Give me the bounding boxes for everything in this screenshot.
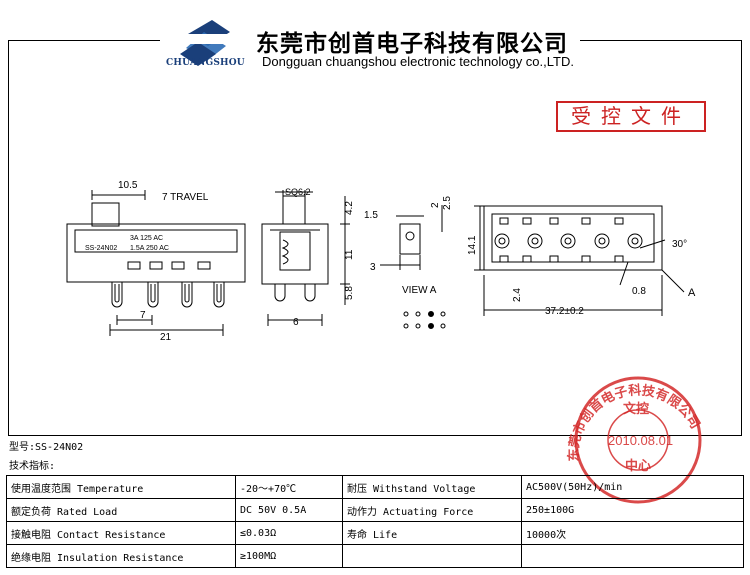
view-a-dots bbox=[403, 311, 446, 329]
dim-5-8: 5.8 bbox=[344, 286, 355, 300]
dim-pin-pitch: 7 bbox=[140, 310, 146, 321]
table-row: 额定负荷 Rated Load DC 50V 0.5A 动作力 Actuatin… bbox=[6, 498, 744, 522]
spec-value: AC500V(50Hz)/min bbox=[521, 475, 744, 499]
spec-label: 接触电阻 Contact Resistance bbox=[6, 521, 236, 545]
stamp-date: 2010.08.01 bbox=[608, 433, 673, 448]
stamp-top: 文控 bbox=[623, 401, 649, 417]
dim-2-4: 2.4 bbox=[512, 288, 523, 302]
table-row: 绝缘电阻 Insulation Resistance ≥100MΩ bbox=[6, 544, 744, 568]
travel-label: 7 TRAVEL bbox=[162, 192, 209, 203]
model-number: 型号:SS-24N02 bbox=[9, 442, 84, 453]
spec-label: 绝缘电阻 Insulation Resistance bbox=[6, 544, 236, 568]
stamp-bottom: 中心 bbox=[625, 458, 651, 474]
dim-37-2: 37.2±0.2 bbox=[545, 306, 584, 317]
table-row: 使用温度范围 Temperature -20～+70℃ 耐压 Withstand… bbox=[6, 475, 744, 499]
spec-value: ≤0.03Ω bbox=[235, 521, 343, 545]
dim-2-5: 2.5 bbox=[442, 196, 453, 210]
controlled-document-label: 受控文件 bbox=[556, 101, 706, 132]
company-name-cn: 东莞市创首电子科技有限公司 bbox=[256, 30, 568, 57]
spec-label: 耐压 Withstand Voltage bbox=[342, 475, 522, 499]
spec-label: 使用温度范围 Temperature bbox=[6, 475, 236, 499]
view-a-label: VIEW A bbox=[402, 285, 437, 296]
side-view bbox=[261, 190, 350, 326]
spec-value: ≥100MΩ bbox=[235, 544, 343, 568]
front-view bbox=[66, 190, 246, 336]
dim-total-width: 21 bbox=[160, 332, 172, 343]
rating-2: 1.5A 250 AC bbox=[130, 245, 169, 252]
spec-value: 10000次 bbox=[521, 521, 744, 545]
company-name-en: Dongguan chuangshou electronic technolog… bbox=[262, 54, 574, 69]
logo-text: CHUANGSHOU bbox=[166, 58, 245, 68]
pin-detail bbox=[380, 205, 443, 270]
dim-top: 10.5 bbox=[118, 180, 138, 191]
dim-2: 2 bbox=[430, 202, 441, 208]
table-row: 接触电阻 Contact Resistance ≤0.03Ω 寿命 Life 1… bbox=[6, 521, 744, 545]
spec-label: 额定负荷 Rated Load bbox=[6, 498, 236, 522]
spec-value: -20～+70℃ bbox=[235, 475, 343, 499]
spec-label bbox=[342, 544, 522, 568]
dim-0-8: 0.8 bbox=[632, 286, 646, 297]
spec-label: 寿命 Life bbox=[342, 521, 522, 545]
view-arrow-a: A bbox=[688, 287, 696, 299]
tech-spec-title: 技术指标: bbox=[9, 461, 56, 472]
dim-sq: SQ6.2 bbox=[285, 187, 311, 197]
dim-14-1: 14.1 bbox=[467, 235, 478, 255]
dim-6: 6 bbox=[293, 317, 299, 328]
spec-value: DC 50V 0.5A bbox=[235, 498, 343, 522]
rating-1: 3A 125 AC bbox=[130, 235, 163, 242]
dim-3: 3 bbox=[370, 262, 376, 273]
spec-value: 250±100G bbox=[521, 498, 744, 522]
spec-value bbox=[521, 544, 744, 568]
spec-label: 动作力 Actuating Force bbox=[342, 498, 522, 522]
dim-4-2: 4.2 bbox=[344, 201, 355, 215]
dim-1-5: 1.5 bbox=[364, 210, 378, 221]
model-marking: SS-24N02 bbox=[85, 245, 117, 252]
bottom-view bbox=[474, 205, 685, 316]
dim-11: 11 bbox=[344, 249, 355, 260]
angle-30: 30° bbox=[672, 239, 687, 250]
spec-table: 使用温度范围 Temperature -20～+70℃ 耐压 Withstand… bbox=[6, 475, 744, 568]
